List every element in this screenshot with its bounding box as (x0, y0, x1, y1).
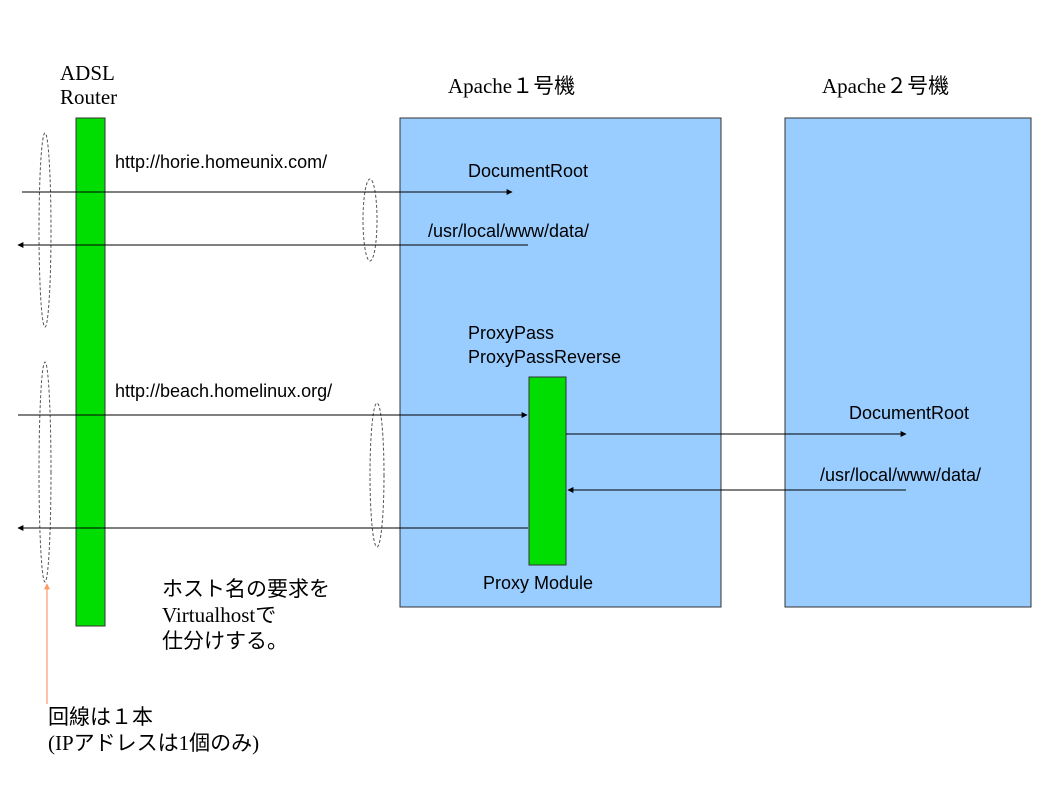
proxy-pass-reverse-label: ProxyPassReverse (468, 347, 622, 367)
line-note-line2: (IPアドレスは1個のみ) (48, 731, 260, 755)
line-ellipse-bottom (38, 361, 52, 583)
proxy-module-bar (528, 376, 567, 566)
beach-url: http://beach.homelinux.org/ (115, 381, 333, 401)
apache2-data-path: /usr/local/www/data/ (820, 465, 982, 485)
proxy-pass-label: ProxyPass (468, 323, 555, 343)
line-note-line1: 回線は１本 (48, 705, 153, 729)
virtualhost-note-line1: ホスト名の要求を (162, 577, 330, 601)
router-title-line1: ADSL (60, 61, 115, 85)
vhost-ellipse-top (362, 178, 378, 262)
router-bar (75, 117, 106, 627)
virtualhost-note-line2: Virtualhostで (162, 603, 277, 627)
virtualhost-note-line3: 仕分けする。 (162, 629, 288, 653)
apache1-title: Apache１号機 (448, 74, 576, 98)
router-title-line2: Router (60, 85, 118, 109)
apache2-box (784, 117, 1032, 608)
line-ellipse-top (38, 132, 52, 328)
vhost-ellipse-bottom (369, 402, 385, 548)
apache1-document-root: DocumentRoot (468, 161, 589, 181)
apache2-title: Apache２号機 (822, 74, 950, 98)
proxy-module-label: Proxy Module (483, 573, 594, 593)
apache2-document-root: DocumentRoot (849, 403, 970, 423)
horie-url: http://horie.homeunix.com/ (115, 152, 328, 172)
apache1-data-path: /usr/local/www/data/ (428, 221, 590, 241)
